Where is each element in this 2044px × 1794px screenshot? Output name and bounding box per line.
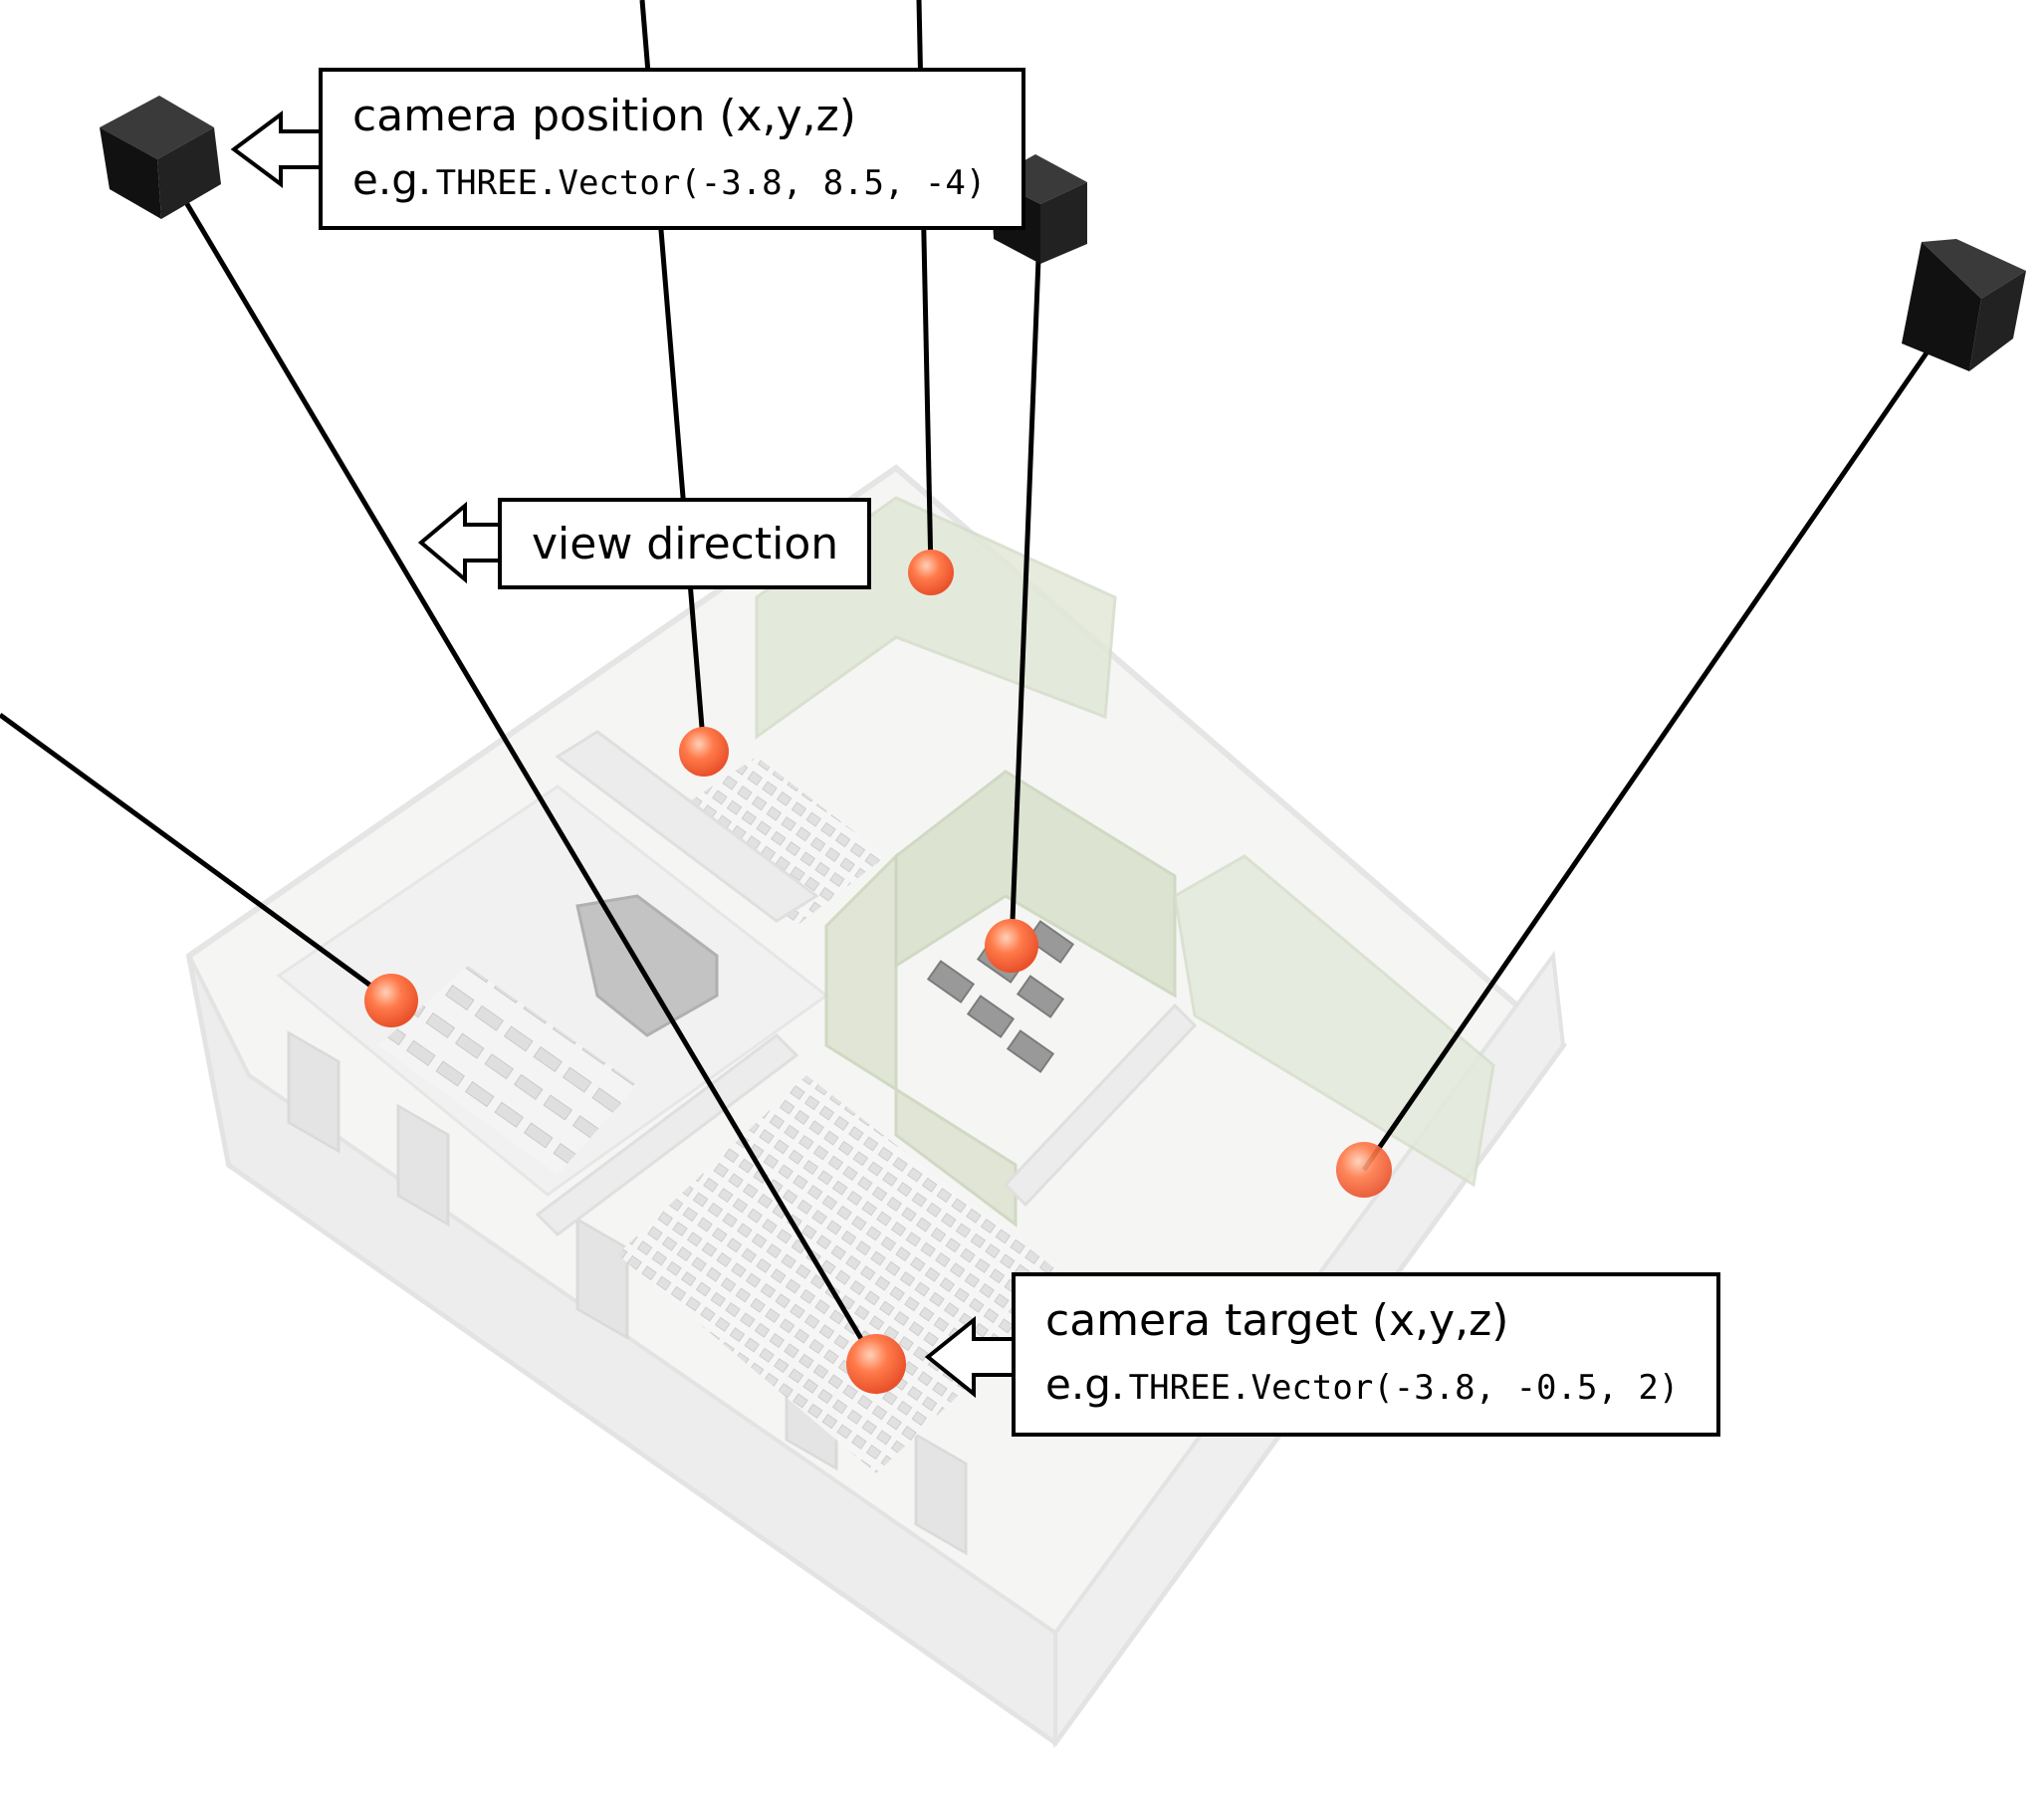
camera-position-eg: e.g. [352, 155, 432, 204]
facade-windows [287, 1030, 968, 1556]
target-sphere-icon [1336, 1142, 1392, 1198]
middle-room-left-wall [824, 852, 1018, 1228]
left-room-desks [378, 966, 637, 1175]
hollow-arrow-icon [924, 1315, 1018, 1399]
view-line-1 [181, 197, 879, 1366]
target-sphere-icon [846, 1334, 906, 1394]
camera-target-title: camera target (x,y,z) [1045, 1295, 1509, 1346]
camera-position-code: THREE.Vector(-3.8, 8.5, -4) [435, 163, 987, 203]
camera-cube-icon [1902, 239, 2026, 371]
view-line-2 [0, 712, 393, 1004]
partition-walls [535, 730, 1198, 1236]
camera-cube-icon [100, 96, 221, 219]
upper-seating [667, 757, 886, 926]
target-sphere-icon [908, 550, 954, 595]
view-line-6 [1361, 336, 1939, 1172]
hollow-arrow-icon [417, 501, 503, 584]
target-sphere-icon [364, 974, 418, 1027]
camera-target-eg: e.g. [1045, 1360, 1125, 1409]
hollow-arrow-icon [230, 111, 321, 188]
camera-position-title: camera position (x,y,z) [352, 91, 856, 141]
view-direction-title: view direction [532, 519, 839, 569]
target-spheres [364, 550, 1392, 1394]
target-sphere-icon [985, 919, 1038, 973]
stage-object [575, 894, 719, 1037]
camera-target-code: THREE.Vector(-3.8, -0.5, 2) [1128, 1368, 1680, 1408]
right-room-wall [1173, 854, 1495, 1188]
target-sphere-icon [679, 727, 729, 777]
view-line-5 [1009, 258, 1041, 947]
